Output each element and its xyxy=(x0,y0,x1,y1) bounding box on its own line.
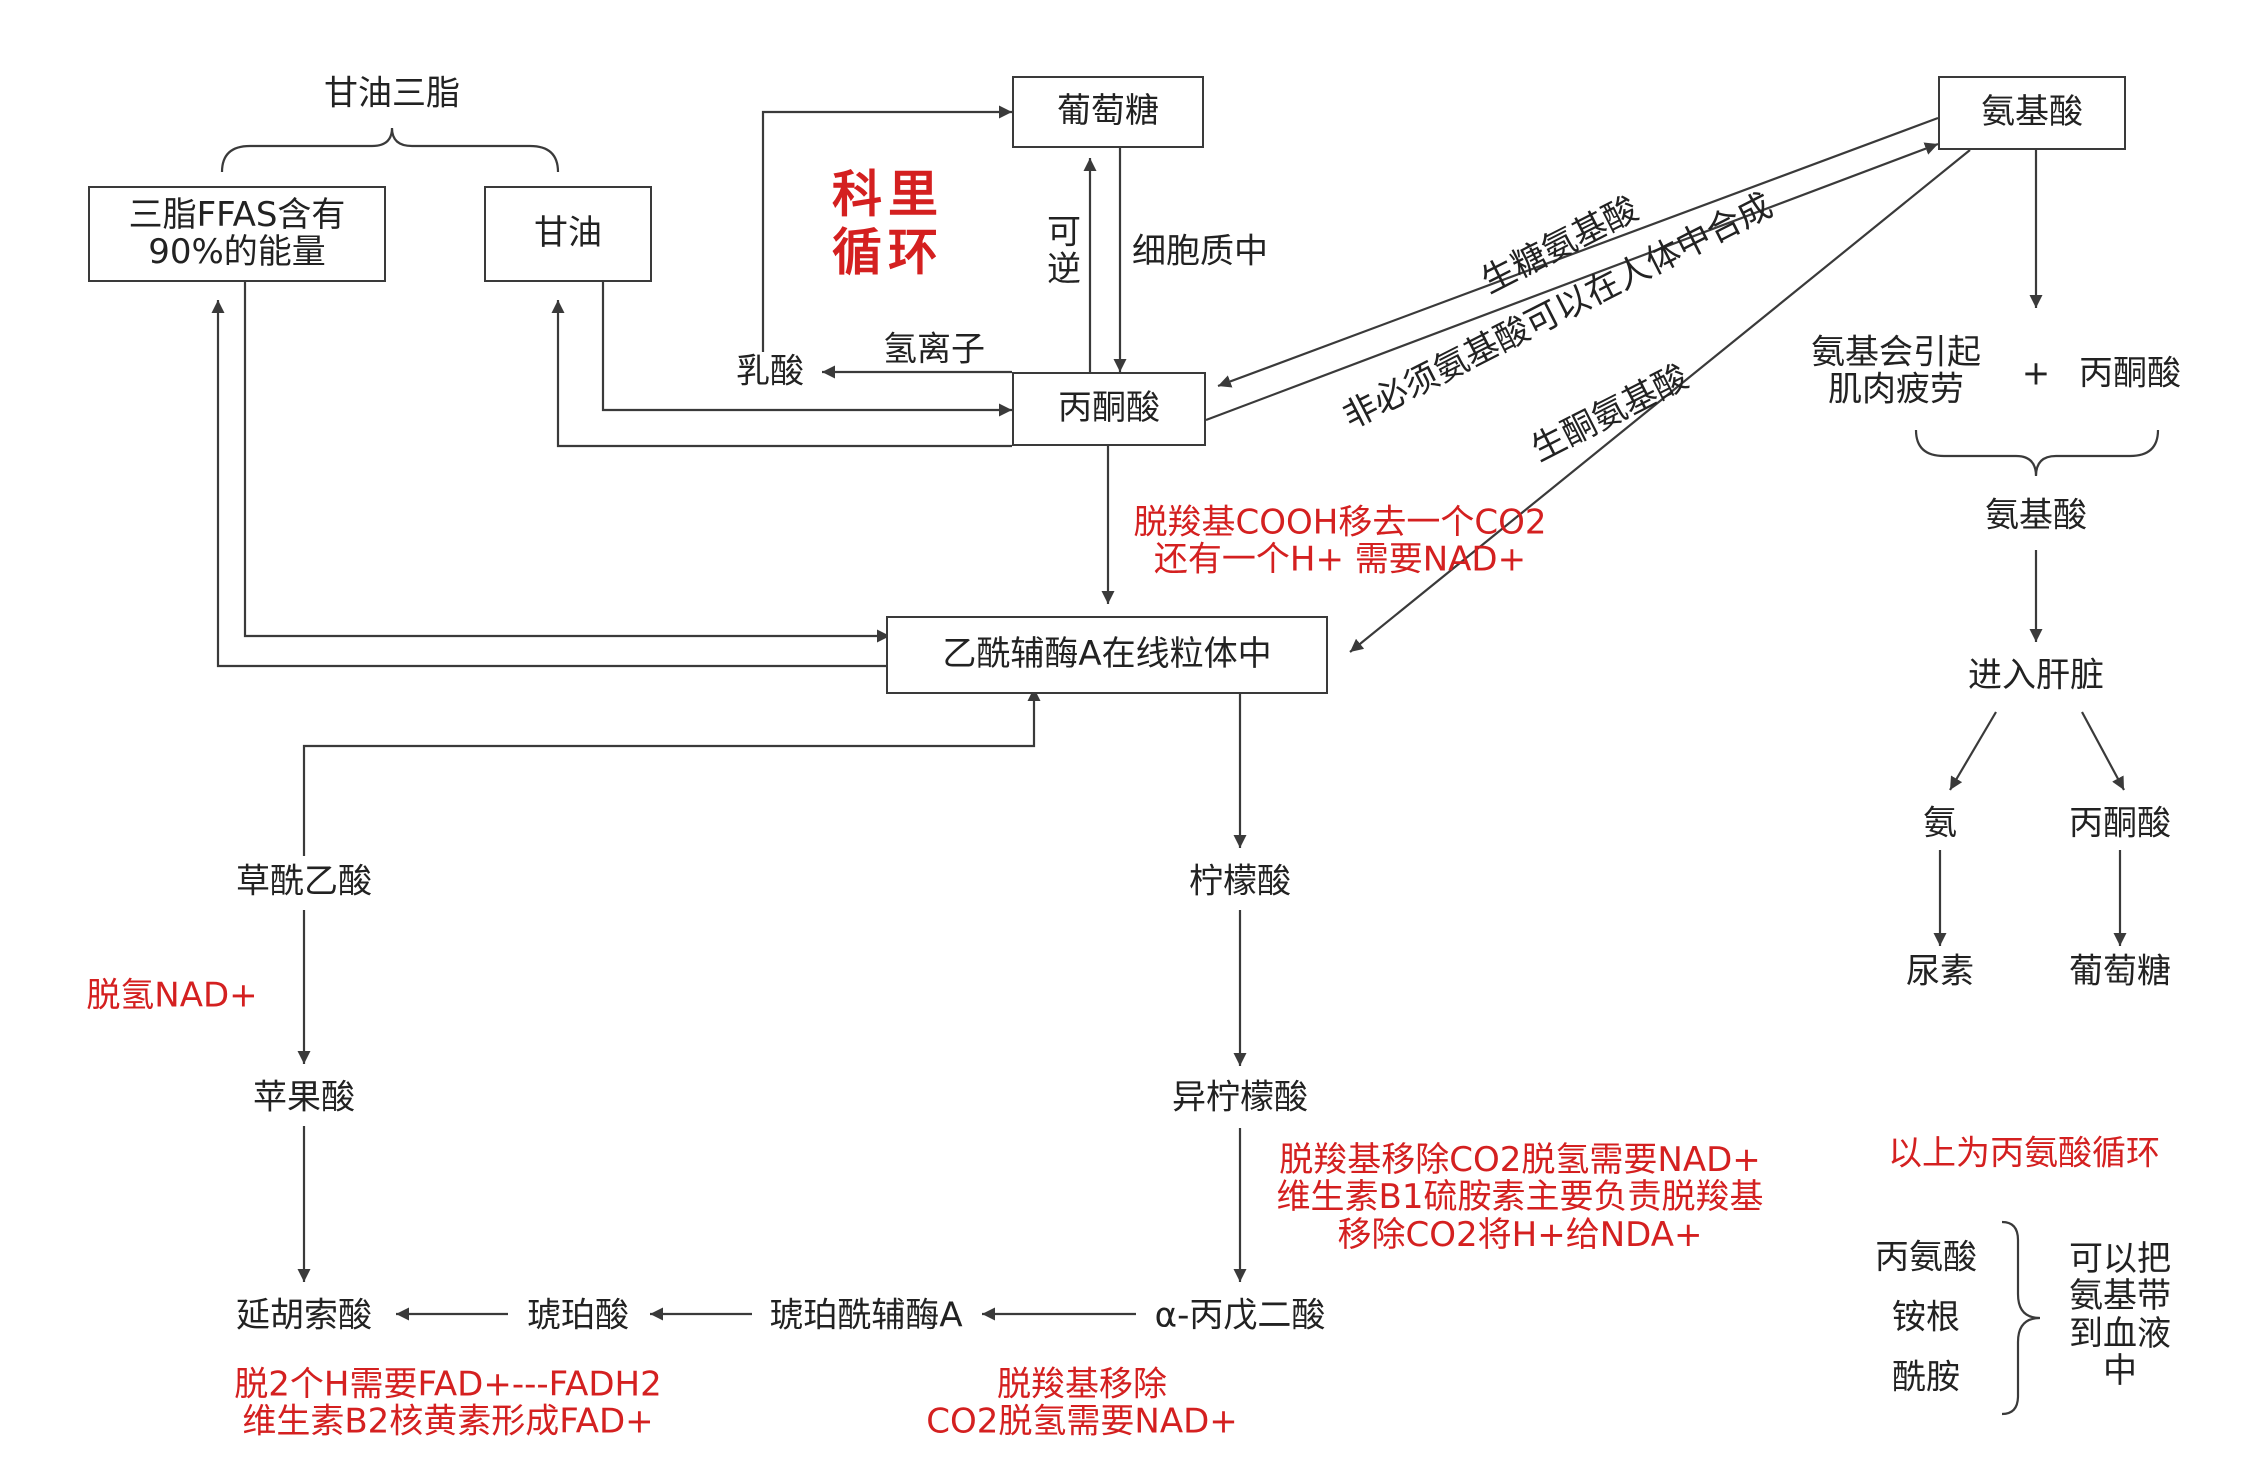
node-triglyceride-box: 三脂FFAS含有 90%的能量 xyxy=(88,186,386,282)
node-amino-group-1: 氨基会引起 xyxy=(1811,332,1981,373)
note-idh: 脱羧基移除CO2脱氢需要NAD+ 维生素B1硫胺素主要负责脱羧基 移除CO2将H… xyxy=(1276,1139,1764,1255)
note-pdh-2: 还有一个H+ 需要NAD+ xyxy=(1153,540,1527,580)
node-amino-group-2: 肌肉疲劳 xyxy=(1828,370,1964,410)
node-triglyceride-top: 甘油三脂 xyxy=(324,73,460,114)
node-succinyl-coa: 琥珀酰辅酶A xyxy=(769,1295,963,1336)
arrow-triglyceride-to-acetylcoa xyxy=(243,282,890,643)
arrow-glycerol-to-pyruvate xyxy=(601,282,1012,417)
label-reversible-2: 逆 xyxy=(1047,250,1081,290)
title-cori-cycle: 科里循环 xyxy=(832,165,944,281)
note-sdh-2: 维生素B2核黄素形成FAD+ xyxy=(242,1402,654,1442)
node-acetyl-coa: 乙酰辅酶A在线粒体中 xyxy=(886,616,1328,694)
node-oxaloacetate: 草酰乙酸 xyxy=(236,861,372,902)
node-glucose-top-label: 葡萄糖 xyxy=(1057,91,1159,132)
label-can-carry-3: 到血液 xyxy=(2069,1314,2171,1354)
node-plus: + xyxy=(2021,353,2051,394)
node-fumarate: 延胡索酸 xyxy=(236,1295,372,1336)
arrow-lactate-to-glucose xyxy=(761,105,1012,352)
note-sdh: 脱2个H需要FAD+---FADH2 维生素B2核黄素形成FAD+ xyxy=(234,1364,662,1442)
note-akgdh: 脱羧基移除 CO2脱氢需要NAD+ xyxy=(926,1364,1238,1442)
node-alpha-kg: α-丙戊二酸 xyxy=(1154,1295,1326,1336)
node-citrate: 柠檬酸 xyxy=(1189,861,1291,902)
note-alanine-cycle: 以上为丙氨酸循环 xyxy=(1888,1133,2160,1174)
note-akgdh-1: 脱羧基移除 xyxy=(997,1364,1167,1405)
note-malate-dh: 脱氢NAD+ xyxy=(86,975,258,1016)
note-pdh-1: 脱羧基COOH移去一个CO2 xyxy=(1133,502,1547,543)
node-acetyl-coa-label: 乙酰辅酶A在线粒体中 xyxy=(942,634,1272,675)
note-pdh: 脱羧基COOH移去一个CO2 还有一个H+ 需要NAD+ xyxy=(1133,502,1547,580)
node-amino-group: 氨基会引起 肌肉疲劳 xyxy=(1811,332,1981,410)
arrow-pyruvate-to-amino xyxy=(1205,142,1939,422)
node-glucose-top: 葡萄糖 xyxy=(1012,76,1204,148)
label-can-carry-1: 可以把 xyxy=(2069,1239,2171,1280)
label-can-carry-4: 中 xyxy=(2103,1351,2137,1392)
arrow-liver-to-ammonia xyxy=(1949,711,1997,791)
node-glucose-bottom: 葡萄糖 xyxy=(2069,951,2171,992)
node-pyruvate: 丙酮酸 xyxy=(1012,372,1206,446)
node-triglyceride-line1: 三脂FFAS含有 xyxy=(128,194,346,235)
brace-amino xyxy=(1914,429,2160,477)
note-akgdh-2: CO2脱氢需要NAD+ xyxy=(926,1402,1238,1442)
arrow-amino-to-pyruvate xyxy=(1217,116,1939,388)
node-amino-mid: 氨基酸 xyxy=(1985,495,2087,536)
note-idh-1: 脱羧基移除CO2脱氢需要NAD+ xyxy=(1279,1139,1761,1180)
note-sdh-1: 脱2个H需要FAD+---FADH2 xyxy=(234,1364,662,1405)
brace-triglyceride xyxy=(220,127,560,173)
note-idh-3: 移除CO2将H+给NDA+ xyxy=(1337,1214,1703,1255)
node-pyruvate-right: 丙酮酸 xyxy=(2079,353,2181,394)
node-malate: 苹果酸 xyxy=(253,1077,355,1118)
label-can-carry-2: 氨基带 xyxy=(2069,1276,2171,1317)
arrow-amino-to-acetylcoa xyxy=(1349,149,1971,653)
arrow-pyruvate-to-glycerol xyxy=(551,300,1012,448)
node-triglyceride-line2: 90%的能量 xyxy=(148,232,326,272)
arrow-liver-to-pyruvate xyxy=(2081,711,2125,791)
node-isocitrate: 异柠檬酸 xyxy=(1172,1077,1308,1118)
brace-transport xyxy=(2001,1220,2041,1416)
node-ammonium: 铵根 xyxy=(1892,1297,1960,1338)
node-lactate: 乳酸 xyxy=(736,351,804,392)
node-pyruvate-liver: 丙酮酸 xyxy=(2069,803,2171,844)
node-ammonia: 氨 xyxy=(1923,803,1957,844)
node-amino-top: 氨基酸 xyxy=(1938,76,2126,150)
note-idh-2: 维生素B1硫胺素主要负责脱羧基 xyxy=(1276,1177,1764,1218)
node-succinate: 琥珀酸 xyxy=(527,1295,629,1336)
node-glycerol-label: 甘油 xyxy=(534,213,602,254)
arrow-acetylcoa-to-triglyceride xyxy=(211,300,890,668)
node-amino-top-label: 氨基酸 xyxy=(1981,92,2083,133)
label-reversible-1: 可 xyxy=(1047,212,1081,253)
node-amide: 酰胺 xyxy=(1892,1357,1960,1398)
arrow-oxaloacetate-to-acetylcoa xyxy=(302,688,1041,856)
label-reversible: 可 逆 xyxy=(1047,212,1081,290)
node-liver: 进入肝脏 xyxy=(1968,655,2104,696)
node-ala: 丙氨酸 xyxy=(1875,1237,1977,1278)
node-pyruvate-label: 丙酮酸 xyxy=(1058,388,1160,429)
label-cytoplasm: 细胞质中 xyxy=(1132,231,1268,272)
node-urea: 尿素 xyxy=(1906,951,1974,992)
node-glycerol: 甘油 xyxy=(484,186,652,282)
label-can-carry: 可以把 氨基带 到血液 中 xyxy=(2069,1239,2171,1392)
label-hydrogen-ion: 氢离子 xyxy=(883,329,985,370)
